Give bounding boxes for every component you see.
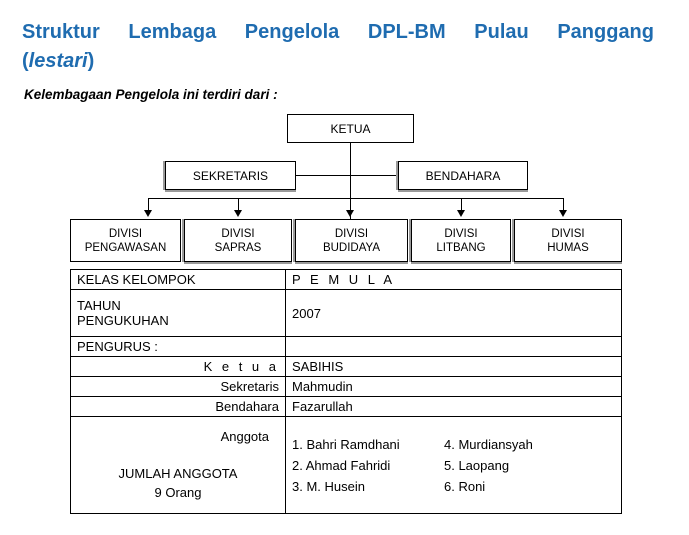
org-node-divisi-pengawasan-line2: PENGAWASAN <box>84 241 167 254</box>
arrow-humas-icon <box>559 210 567 217</box>
org-node-sekretaris-label: SEKRETARIS <box>192 168 269 183</box>
org-node-divisi-budidaya-line1: DIVISI <box>334 227 369 240</box>
org-node-divisi-humas-line2: HUMAS <box>547 241 589 254</box>
org-node-divisi-pengawasan: DIVISI PENGAWASAN <box>70 219 181 262</box>
connector-sekretaris-bendahara <box>296 175 398 176</box>
page-title-paren-open: ( <box>22 50 29 72</box>
page-title-paren-close: ) <box>87 50 95 72</box>
member-item: 2. Ahmad Fahridi <box>292 457 391 473</box>
org-node-divisi-sapras: DIVISI SAPRAS <box>184 219 292 262</box>
cell-jumlah-anggota-label: JUMLAH ANGGOTA <box>118 465 238 481</box>
cell-kelas-kelompok-value: P E M U L A <box>285 269 622 290</box>
member-item: 5. Laopang <box>444 457 510 473</box>
page-title-line2: (lestari) <box>22 47 654 76</box>
org-node-divisi-pengawasan-line1: DIVISI <box>108 227 143 240</box>
arrow-pengawasan-icon <box>144 210 152 217</box>
member-item: 1. Bahri Ramdhani <box>292 436 400 452</box>
org-chart: KETUA SEKRETARIS BENDAHARA DIVISI PENGAW… <box>0 0 689 265</box>
table-row-anggota: Anggota JUMLAH ANGGOTA 9 Orang 1. Bahri … <box>70 416 622 514</box>
org-node-divisi-humas-line1: DIVISI <box>551 227 585 240</box>
cell-sekretaris-label: Sekretaris <box>70 376 286 397</box>
member-grid: 1. Bahri Ramdhani 4. Murdiansyah 2. Ahma… <box>292 435 615 496</box>
org-node-ketua-label: KETUA <box>330 121 371 136</box>
cell-tahun-pengukuhan-label-line2: PENGUKUHAN <box>77 313 169 328</box>
cell-sekretaris-value: Mahmudin <box>285 376 622 397</box>
org-node-divisi-budidaya-line2: BUDIDAYA <box>322 241 381 254</box>
org-node-ketua: KETUA <box>287 114 414 143</box>
org-node-bendahara-label: BENDAHARA <box>425 168 501 183</box>
cell-tahun-pengukuhan-value: 2007 <box>285 289 622 337</box>
connector-drop-humas <box>563 198 564 212</box>
org-node-divisi-sapras-line1: DIVISI <box>221 227 255 240</box>
member-item: 3. M. Husein <box>292 478 365 494</box>
table-row-ketua: K e t u a SABIHIS <box>70 356 622 377</box>
cell-anggota-label-text: Anggota <box>220 428 269 444</box>
org-node-divisi-litbang-line2: LITBANG <box>436 241 486 254</box>
cell-member-list: 1. Bahri Ramdhani 4. Murdiansyah 2. Ahma… <box>285 416 622 514</box>
connector-drop-pengawasan <box>148 198 149 212</box>
member-item: 4. Murdiansyah <box>444 436 533 452</box>
cell-tahun-pengukuhan-label-line1: TAHUN <box>77 298 121 313</box>
cell-anggota-label: Anggota JUMLAH ANGGOTA 9 Orang <box>70 416 286 514</box>
cell-jumlah-anggota-value: 9 Orang <box>154 484 202 500</box>
cell-kelas-kelompok-label: KELAS KELOMPOK <box>70 269 286 290</box>
page-title: Struktur Lembaga Pengelola DPL-BM Pulau … <box>22 18 654 76</box>
cell-ketua-label: K e t u a <box>70 356 286 377</box>
page-title-lestari: lestari <box>28 50 88 72</box>
cell-pengurus-value <box>285 336 622 357</box>
connector-division-bus <box>148 198 564 199</box>
org-node-divisi-litbang-line1: DIVISI <box>444 227 478 240</box>
table-row-pengurus: PENGURUS : <box>70 336 622 357</box>
org-node-divisi-sapras-line2: SAPRAS <box>214 241 262 254</box>
org-node-divisi-litbang: DIVISI LITBANG <box>411 219 511 262</box>
cell-pengurus-label: PENGURUS : <box>70 336 286 357</box>
table-row-bendahara: Bendahara Fazarullah <box>70 396 622 417</box>
arrow-litbang-icon <box>457 210 465 217</box>
cell-bendahara-value: Fazarullah <box>285 396 622 417</box>
connector-ketua-stem <box>350 143 351 219</box>
page-title-line1: Struktur Lembaga Pengelola DPL-BM Pulau … <box>22 21 654 43</box>
org-node-divisi-humas: DIVISI HUMAS <box>514 219 622 262</box>
cell-tahun-pengukuhan-label: TAHUN PENGUKUHAN <box>70 289 286 337</box>
subtitle: Kelembagaan Pengelola ini terdiri dari : <box>24 87 278 102</box>
arrow-sapras-icon <box>234 210 242 217</box>
arrow-budidaya-icon <box>346 210 354 217</box>
org-node-bendahara: BENDAHARA <box>398 161 528 190</box>
table-row-sekretaris: Sekretaris Mahmudin <box>70 376 622 397</box>
group-info-table: KELAS KELOMPOK P E M U L A TAHUN PENGUKU… <box>70 269 622 514</box>
org-node-sekretaris: SEKRETARIS <box>165 161 296 190</box>
connector-drop-sapras <box>238 198 239 212</box>
table-row-kelas-kelompok: KELAS KELOMPOK P E M U L A <box>70 269 622 290</box>
connector-drop-litbang <box>461 198 462 212</box>
table-row-tahun-pengukuhan: TAHUN PENGUKUHAN 2007 <box>70 289 622 337</box>
member-item: 6. Roni <box>444 478 486 494</box>
cell-ketua-value: SABIHIS <box>285 356 622 377</box>
cell-bendahara-label: Bendahara <box>70 396 286 417</box>
org-node-divisi-budidaya: DIVISI BUDIDAYA <box>295 219 408 262</box>
cell-jumlah-anggota: JUMLAH ANGGOTA 9 Orang <box>77 464 279 502</box>
